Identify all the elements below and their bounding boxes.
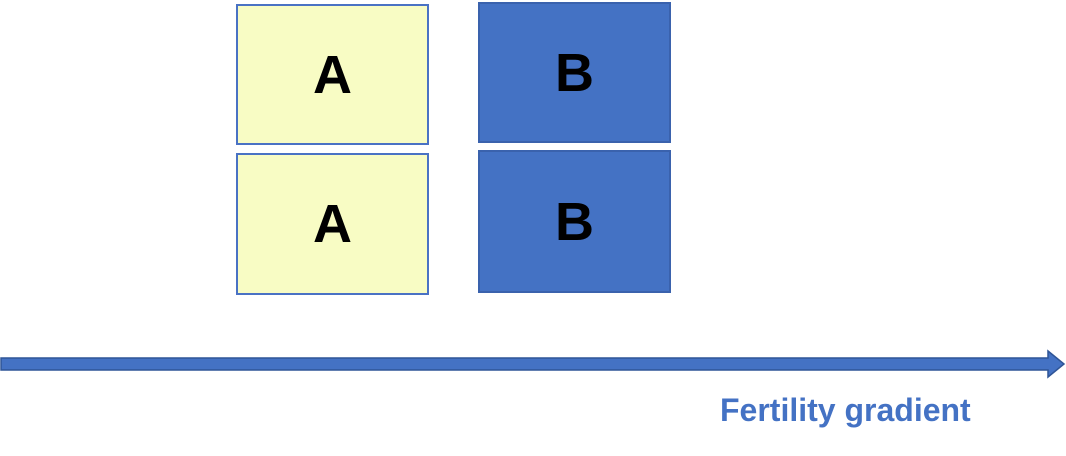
plot-label: B bbox=[555, 42, 594, 103]
plot-b-top: B bbox=[478, 2, 671, 143]
fertility-gradient-arrow bbox=[0, 349, 1066, 379]
gradient-label: Fertility gradient bbox=[720, 392, 971, 428]
plot-a-bottom: A bbox=[236, 153, 429, 295]
plot-b-bottom: B bbox=[478, 150, 671, 293]
arrow-shape bbox=[0, 349, 1066, 379]
plot-label: B bbox=[555, 191, 594, 252]
plot-label: A bbox=[313, 194, 352, 254]
plot-label: A bbox=[313, 44, 352, 105]
plot-a-top: A bbox=[236, 4, 429, 145]
